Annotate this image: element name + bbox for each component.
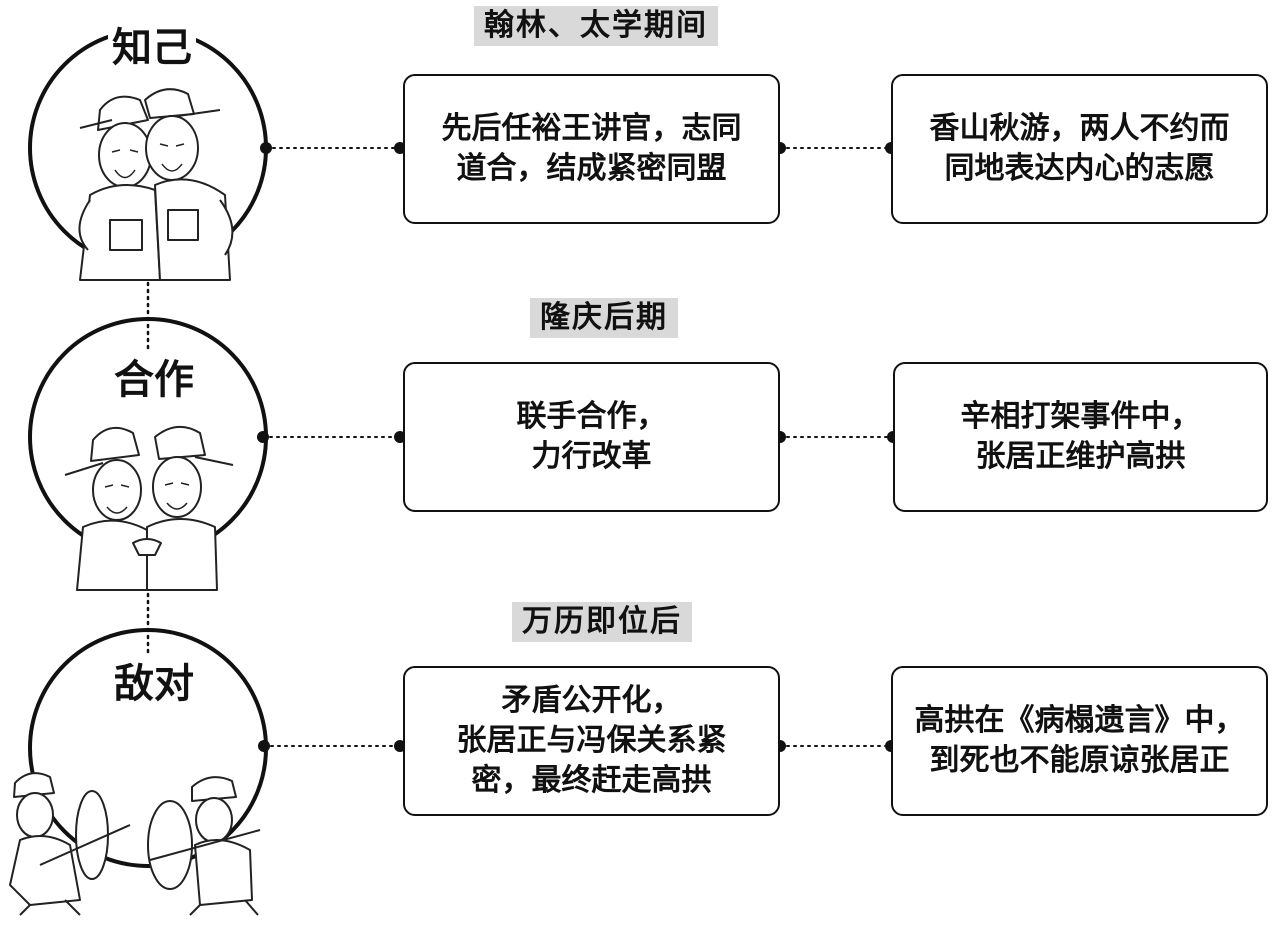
- period-header-3: 万历即位后: [512, 602, 692, 642]
- stage-label-zhiji: 知己: [108, 24, 196, 72]
- two-officials-cooperating-illustration: [64, 426, 234, 591]
- connector-dot: [258, 740, 270, 752]
- period-header-1: 翰林、太学期间: [474, 6, 718, 46]
- detail-text-3: 高拱在《病榻遗言》中， 到死也不能原谅张居正: [914, 703, 1245, 778]
- detail-text-1: 香山秋游，两人不约而 同地表达内心的志愿: [929, 111, 1230, 186]
- detail-box-1: 香山秋游，两人不约而 同地表达内心的志愿: [891, 74, 1268, 224]
- detail-box-2: 辛相打架事件中， 张居正维护高拱: [893, 362, 1268, 512]
- stage-label-hezuo: 合作: [110, 356, 198, 404]
- event-box-1: 先后任裕王讲官，志同 道合，结成紧密同盟: [403, 74, 780, 224]
- detail-text-2: 辛相打架事件中， 张居正维护高拱: [960, 399, 1201, 474]
- period-header-2: 隆庆后期: [530, 298, 678, 338]
- event-box-2: 联手合作， 力行改革: [403, 362, 780, 512]
- detail-box-3: 高拱在《病榻遗言》中， 到死也不能原谅张居正: [891, 666, 1268, 816]
- event-text-3: 矛盾公开化， 张居正与冯保关系紧 密，最终赶走高拱: [456, 683, 727, 798]
- connector-dot: [260, 142, 272, 154]
- connector-dot: [257, 431, 269, 443]
- event-box-3: 矛盾公开化， 张居正与冯保关系紧 密，最终赶走高拱: [403, 666, 780, 816]
- two-officials-embracing-illustration: [78, 88, 234, 281]
- two-officials-fighting-illustration: [9, 772, 261, 916]
- event-text-2: 联手合作， 力行改革: [516, 399, 667, 474]
- stage-label-diudui: 敌对: [110, 660, 198, 708]
- event-text-1: 先后任裕王讲官，志同 道合，结成紧密同盟: [441, 111, 742, 186]
